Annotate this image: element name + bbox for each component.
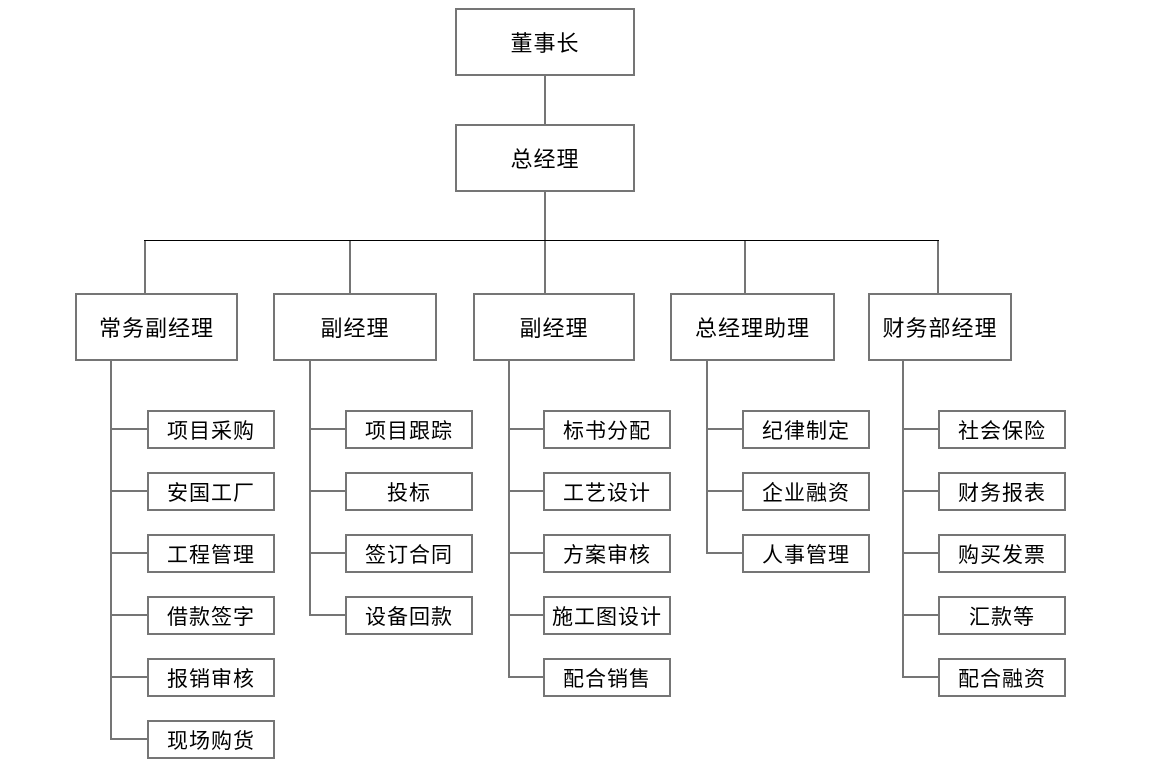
node-deputy-manager-1: 副经理 [273,293,437,361]
leaf-engineering-management: 工程管理 [147,534,275,573]
leaf-construction-drawing-design: 施工图设计 [543,596,671,635]
node-executive-deputy-manager: 常务副经理 [75,293,238,361]
edge-drop-branch-3 [544,241,546,293]
branch-5-stub-5 [902,676,938,678]
leaf-project-procurement: 项目采购 [147,410,275,449]
branch-1-stub-2 [110,490,147,492]
branch-2-spine [309,361,311,616]
branch-4-stub-2 [706,490,742,492]
leaf-equipment-payment: 设备回款 [345,596,473,635]
branch-3-stub-2 [508,490,543,492]
node-deputy-manager-2: 副经理 [473,293,635,361]
branch-1-stub-6 [110,738,147,740]
branch-4-stub-1 [706,428,742,430]
edge-drop-branch-2 [349,241,351,293]
leaf-discipline-setting: 纪律制定 [742,410,870,449]
node-chairman: 董事长 [455,8,635,76]
leaf-hr-management: 人事管理 [742,534,870,573]
branch-3-stub-5 [508,676,543,678]
leaf-bidding: 投标 [345,472,473,511]
leaf-loan-signing: 借款签字 [147,596,275,635]
branch-1-stub-4 [110,614,147,616]
branch-3-stub-3 [508,552,543,554]
branch-1-stub-1 [110,428,147,430]
branch-4-stub-3 [706,552,742,554]
node-gm-assistant: 总经理助理 [670,293,835,361]
branch-1-spine [110,361,112,740]
edge-drop-branch-4 [744,241,746,293]
leaf-sales-support: 配合销售 [543,658,671,697]
leaf-corporate-financing: 企业融资 [742,472,870,511]
edge-drop-branch-5 [937,241,939,293]
branch-1-stub-5 [110,676,147,678]
leaf-contract-signing: 签订合同 [345,534,473,573]
leaf-process-design: 工艺设计 [543,472,671,511]
branch-3-spine [508,361,510,678]
edge-gm-bus [544,192,546,241]
leaf-remittance-etc: 汇款等 [938,596,1066,635]
branch-5-spine [902,361,904,678]
leaf-project-tracking: 项目跟踪 [345,410,473,449]
edge-drop-branch-1 [144,241,146,293]
leaf-financial-statements: 财务报表 [938,472,1066,511]
leaf-onsite-purchasing: 现场购货 [147,720,275,759]
leaf-reimbursement-review: 报销审核 [147,658,275,697]
branch-5-stub-4 [902,614,938,616]
leaf-financing-support: 配合融资 [938,658,1066,697]
branch-4-spine [706,361,708,554]
leaf-plan-review: 方案审核 [543,534,671,573]
leaf-invoice-purchasing: 购买发票 [938,534,1066,573]
leaf-bid-document-allocation: 标书分配 [543,410,671,449]
branch-5-stub-3 [902,552,938,554]
branch-1-stub-3 [110,552,147,554]
leaf-social-insurance: 社会保险 [938,410,1066,449]
branch-3-stub-4 [508,614,543,616]
branch-5-stub-1 [902,428,938,430]
branch-5-stub-2 [902,490,938,492]
branch-3-stub-1 [508,428,543,430]
branch-2-stub-4 [309,614,345,616]
edge-chairman-gm [544,76,546,124]
bus-line [144,240,939,241]
branch-2-stub-3 [309,552,345,554]
node-finance-dept-manager: 财务部经理 [868,293,1012,361]
node-general-manager: 总经理 [455,124,635,192]
branch-2-stub-2 [309,490,345,492]
leaf-anguo-factory: 安国工厂 [147,472,275,511]
branch-2-stub-1 [309,428,345,430]
